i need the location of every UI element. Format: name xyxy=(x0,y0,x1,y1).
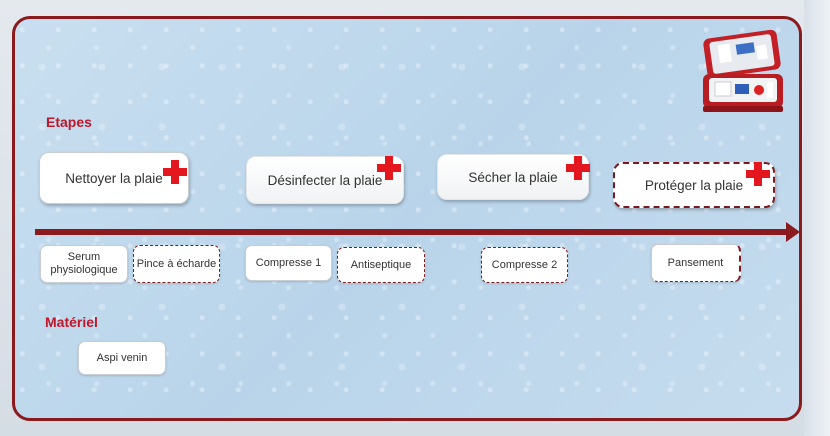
step-proteger[interactable]: Protéger la plaie xyxy=(613,162,775,208)
tag-aspi[interactable]: Aspi venin xyxy=(78,341,166,375)
red-cross-icon xyxy=(746,162,770,186)
tag-pince[interactable]: Pince à écharde xyxy=(133,245,220,283)
step-desinfecter[interactable]: Désinfecter la plaie xyxy=(246,156,404,204)
first-aid-kit-icon xyxy=(703,29,783,112)
red-cross-icon xyxy=(566,156,590,180)
red-cross-icon xyxy=(377,156,401,180)
tag-compresse2[interactable]: Compresse 2 xyxy=(481,247,568,283)
tag-antiseptique[interactable]: Antiseptique xyxy=(337,247,425,283)
materiel-title: Matériel xyxy=(45,314,98,330)
etapes-title: Etapes xyxy=(46,114,92,130)
step-nettoyer[interactable]: Nettoyer la plaie xyxy=(39,152,189,204)
side-strip xyxy=(804,0,830,436)
step-label: Sécher la plaie xyxy=(468,169,558,185)
tag-pansement[interactable]: Pansement xyxy=(651,244,741,282)
step-label: Désinfecter la plaie xyxy=(267,172,383,188)
tag-compresse1[interactable]: Compresse 1 xyxy=(245,245,332,281)
arrowhead xyxy=(786,222,800,242)
step-label: Protéger la plaie xyxy=(644,177,744,193)
red-cross-icon xyxy=(163,160,187,184)
step-label: Nettoyer la plaie xyxy=(65,170,163,186)
tag-serum[interactable]: Serum physiologique xyxy=(40,245,128,283)
step-secher[interactable]: Sécher la plaie xyxy=(437,154,589,200)
timeline-arrow xyxy=(35,229,790,235)
